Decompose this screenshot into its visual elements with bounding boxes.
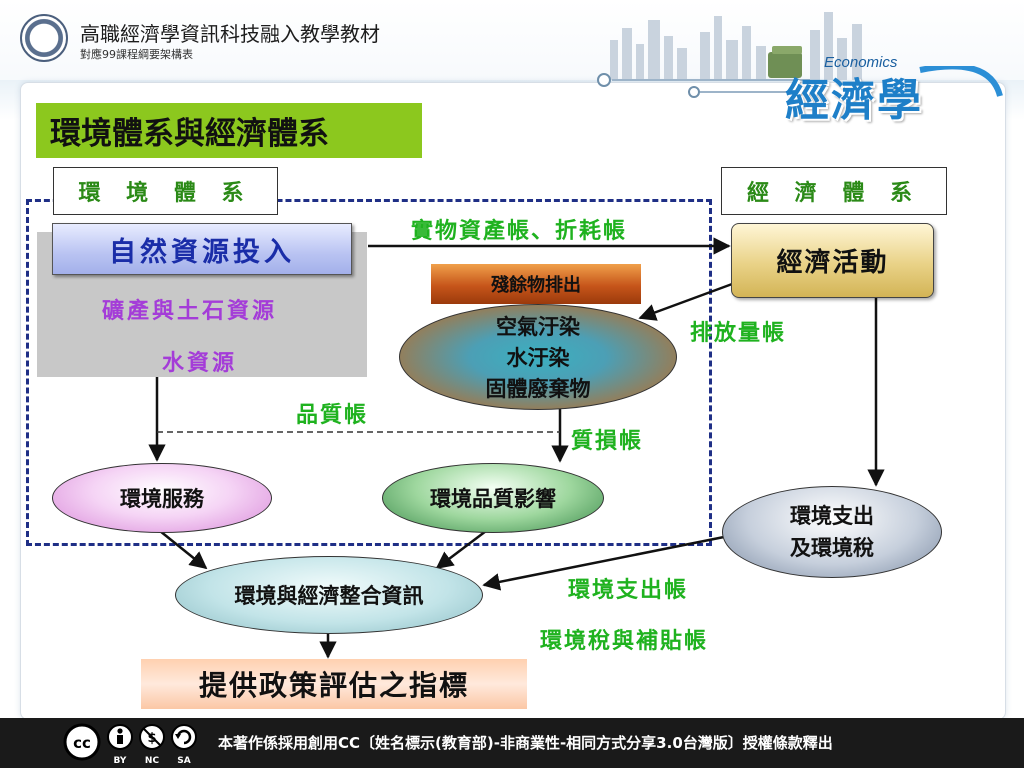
economic-activity-box: 經濟活動 xyxy=(731,223,934,298)
environment-system-label: 環 境 體 系 xyxy=(53,167,278,215)
physical-asset-account-label: 實物資產帳、折耗帳 xyxy=(411,218,628,244)
economic-system-label: 經 濟 體 系 xyxy=(721,167,947,215)
environmental-service-ellipse: 環境服務 xyxy=(52,463,272,533)
by-icon: BY xyxy=(107,724,133,766)
expenditure-line-2: 及環境稅 xyxy=(790,535,874,560)
tax-subsidy-account-label: 環境稅與補貼帳 xyxy=(540,628,709,654)
environmental-quality-impact-ellipse: 環境品質影響 xyxy=(382,463,604,533)
arrow-expenditure-to-integrated xyxy=(482,535,725,591)
cc-label-by: BY xyxy=(114,756,127,766)
policy-indicator-box: 提供政策評估之指標 xyxy=(141,659,527,709)
sa-icon: SA xyxy=(171,724,197,766)
pollution-ellipse: 空氣汙染 水汙染 固體廢棄物 xyxy=(399,304,677,410)
nc-icon: $ NC xyxy=(139,724,165,766)
environmental-expenditure-ellipse: 環境支出 及環境稅 xyxy=(722,486,942,578)
natural-resource-input-box: 自然資源投入 xyxy=(52,223,352,275)
footer-bar xyxy=(0,718,1024,768)
environment-system-frame xyxy=(26,199,712,546)
brand-economics-text: Economics xyxy=(824,54,898,71)
brand-logo-text: 經濟學 xyxy=(785,75,923,126)
water-resources-text: 水資源 xyxy=(162,350,238,376)
expenditure-line-1: 環境支出 xyxy=(790,503,874,528)
slide-title: 環境體系與經濟體系 xyxy=(36,103,422,158)
water-pollution-text: 水汙染 xyxy=(506,344,570,370)
city-skyline-decoration xyxy=(610,12,862,80)
cc-label-nc: NC xyxy=(145,756,160,766)
svg-text:$: $ xyxy=(147,731,156,746)
integrated-information-ellipse: 環境與經濟整合資訊 xyxy=(175,556,483,634)
emission-account-label: 排放量帳 xyxy=(690,320,787,346)
arrow-service-to-integrated xyxy=(159,530,208,570)
air-pollution-text: 空氣汙染 xyxy=(496,313,580,339)
brand-swoosh-decoration xyxy=(597,66,1003,98)
svg-text:cc: cc xyxy=(73,734,91,752)
expenditure-account-label: 環境支出帳 xyxy=(568,577,689,603)
license-text: 本著作係採用創用CC〔姓名標示(教育部)-非商業性-相同方式分享3.0台灣版〕授… xyxy=(218,734,833,752)
cc-label-sa: SA xyxy=(177,756,190,766)
cc-icon: cc xyxy=(63,723,101,761)
header-title: 高職經濟學資訊科技融入教學教材 xyxy=(80,22,380,46)
quality-damage-account-label: 質損帳 xyxy=(571,428,644,454)
residual-discharge-box: 殘餘物排出 xyxy=(431,264,641,304)
mineral-resources-text: 礦產與土石資源 xyxy=(102,298,278,324)
solid-waste-text: 固體廢棄物 xyxy=(485,375,591,401)
header-subtitle: 對應99課程綱要架構表 xyxy=(80,48,193,61)
creative-commons-icons: cc BY $ NC SA xyxy=(63,723,197,766)
quality-account-label: 品質帳 xyxy=(296,402,369,428)
arrow-quality-to-integrated xyxy=(435,527,491,570)
arrow-activity-to-pollution xyxy=(638,278,744,321)
ministry-seal-logo xyxy=(20,14,68,62)
